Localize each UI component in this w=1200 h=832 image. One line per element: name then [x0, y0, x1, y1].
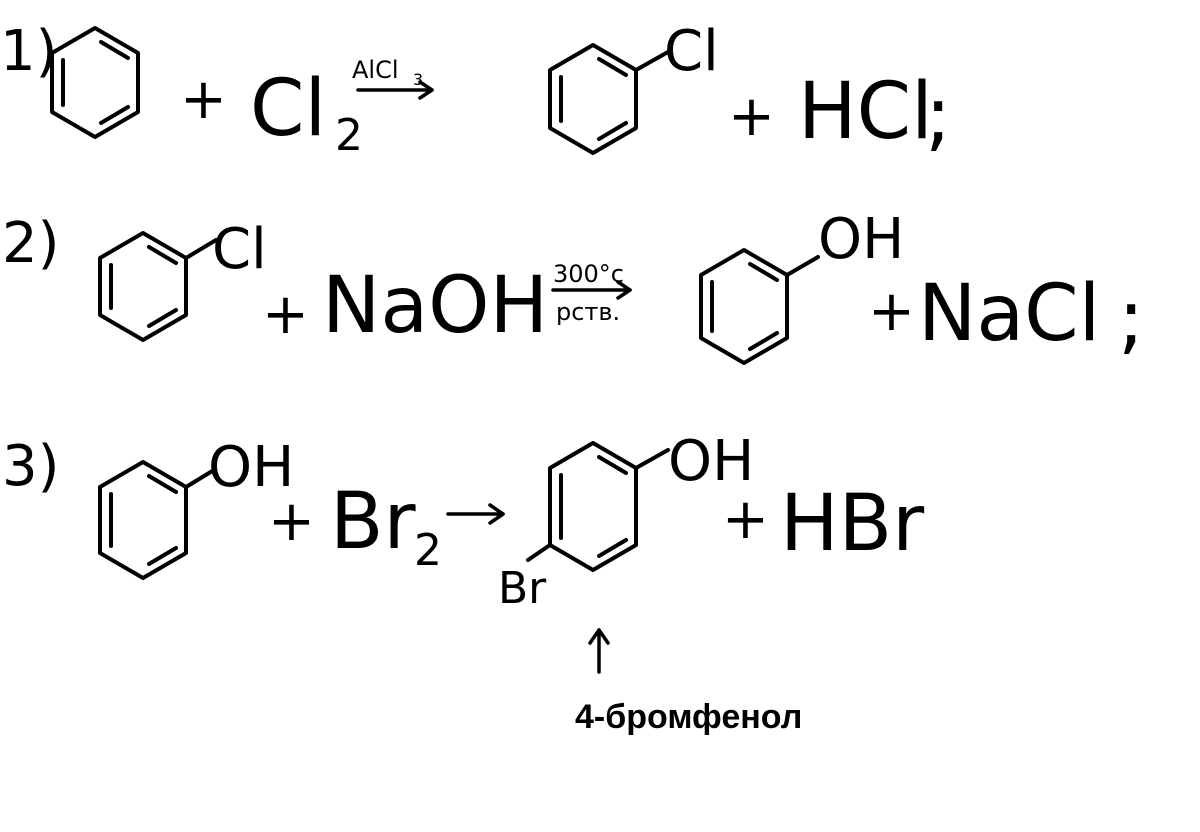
up-arrow-head: [588, 628, 610, 645]
catalyst-label: AlCl: [352, 56, 399, 84]
reagent-cl2: Cl: [250, 64, 326, 154]
reagent-br2: Br: [330, 477, 417, 567]
bond-c-oh: [785, 255, 820, 277]
product-name-label: 4-бромфенол: [575, 698, 802, 736]
benzene-ring-6: [548, 441, 638, 572]
benzene-ring-2: [548, 43, 638, 155]
benzene-ring-1: [50, 26, 140, 139]
product-substituent-oh: OH: [818, 207, 904, 272]
product-substituent-oh: OH: [668, 429, 754, 494]
plus-sign: +: [262, 282, 309, 347]
reaction-2: 2) Cl + NaOH 300°c рств. OH + NaCl ;: [2, 207, 1144, 365]
condition-pressure: рств.: [556, 298, 620, 326]
product-substituent-br: Br: [498, 563, 547, 614]
reagent-subscript: 2: [414, 525, 442, 576]
bond-c-br: [526, 543, 552, 562]
byproduct-hcl: HCl: [798, 67, 933, 157]
reaction-arrow-3: [446, 503, 505, 525]
bond-c-cl: [184, 238, 218, 260]
byproduct-hbr: HBr: [780, 479, 925, 569]
bond-c-cl: [634, 50, 670, 72]
condition-temperature: 300°c: [553, 260, 624, 288]
plus-sign: +: [268, 489, 315, 554]
reagent-naoh: NaOH: [322, 261, 548, 351]
product-annotation: 4-бромфенол: [575, 628, 802, 736]
reaction-3: 3) OH + Br 2 OH Br + HBr: [2, 429, 925, 614]
product-substituent-cl: Cl: [664, 19, 719, 84]
bond-c-oh: [634, 448, 670, 470]
reaction-1: 1) + Cl 2 AlCl 3 Cl + HCl ;: [0, 19, 951, 161]
reactant-substituent-oh: OH: [208, 435, 294, 500]
end-semicolon: ;: [925, 71, 951, 161]
bond-c-oh: [184, 468, 216, 489]
catalyst-subscript: 3: [413, 70, 423, 89]
reaction-2-number: 2): [2, 211, 59, 276]
plus-sign: +: [728, 84, 775, 149]
benzene-ring-3: [98, 231, 188, 342]
reaction-arrow-2: [551, 280, 632, 300]
reaction-1-number: 1): [0, 19, 57, 84]
reagent-subscript: 2: [335, 110, 363, 161]
plus-sign: +: [868, 279, 915, 344]
reaction-3-number: 3): [2, 434, 59, 499]
reaction-arrow-1: [356, 80, 434, 100]
benzene-ring-4: [699, 248, 789, 365]
benzene-ring-5: [98, 460, 188, 580]
byproduct-nacl: NaCl: [918, 269, 1100, 359]
reactant-substituent-cl: Cl: [212, 217, 267, 282]
end-semicolon: ;: [1118, 274, 1144, 364]
plus-sign: +: [180, 67, 227, 132]
plus-sign: +: [722, 487, 769, 552]
